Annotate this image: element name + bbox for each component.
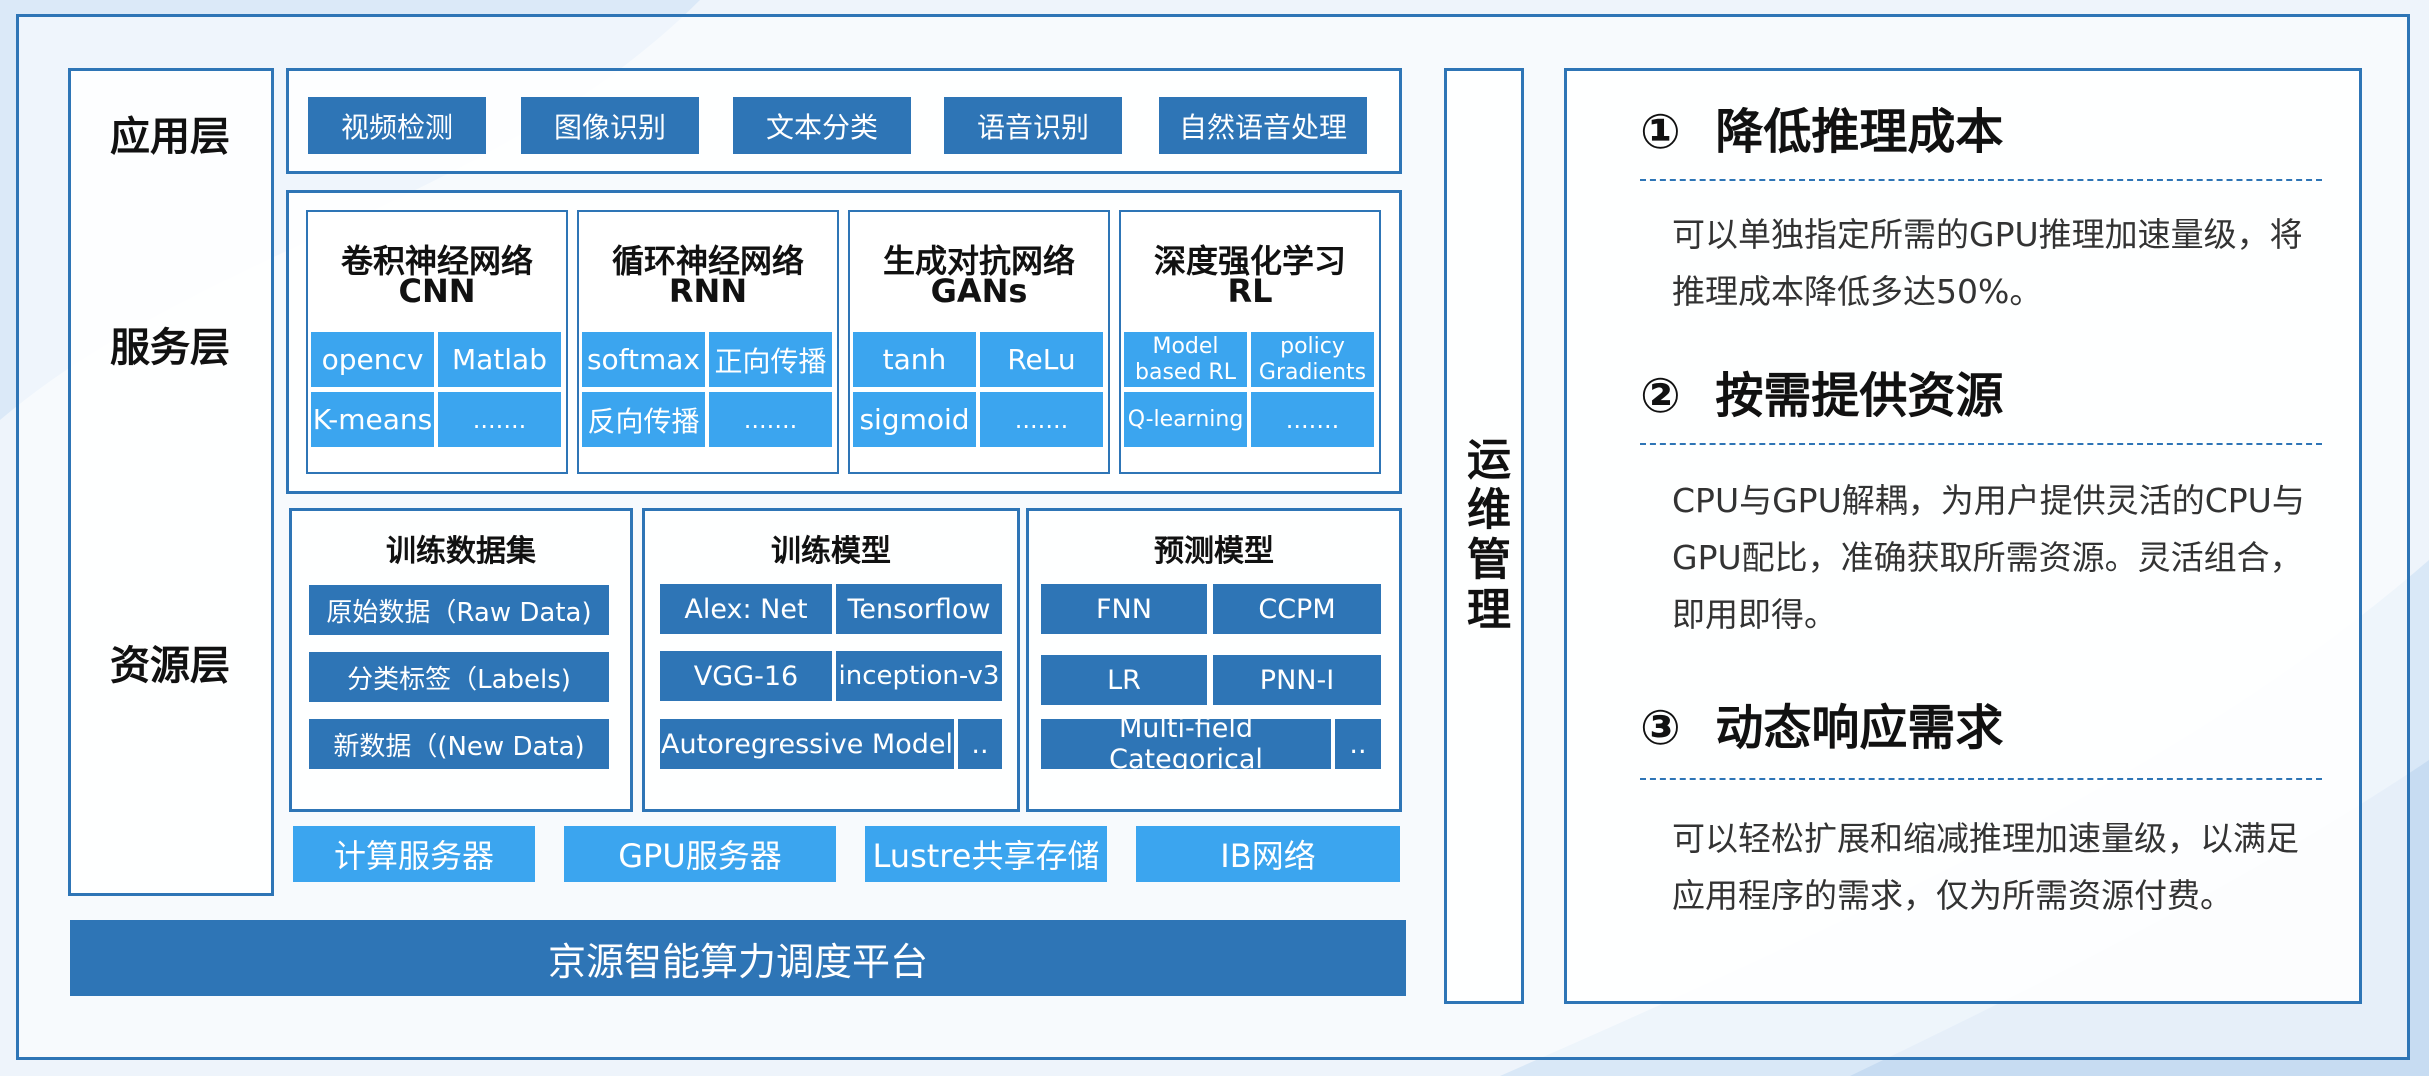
benefits-panel bbox=[1564, 68, 2362, 1004]
benefit-body: 可以单独指定所需的GPU推理加速量级，将推理成本降低多达50%。 bbox=[1672, 215, 2303, 311]
divider bbox=[1640, 778, 2322, 780]
benefit-number: ③ bbox=[1640, 700, 1681, 756]
model-item: .. bbox=[1335, 719, 1381, 769]
infra-lustre-storage: Lustre共享存储 bbox=[865, 826, 1107, 882]
cell: ReLu bbox=[980, 332, 1103, 387]
benefit-title-text: 按需提供资源 bbox=[1715, 368, 2004, 424]
cell: Model based RL bbox=[1124, 332, 1247, 387]
cell: opencv bbox=[311, 332, 434, 387]
panel-title-cn: 循环神经网络 bbox=[611, 242, 804, 280]
app-item-nlp: 自然语音处理 bbox=[1159, 97, 1367, 154]
cell: K-means bbox=[311, 392, 434, 447]
benefit-number: ② bbox=[1640, 368, 1681, 424]
panel-title-cn: 深度强化学习 bbox=[1153, 242, 1346, 280]
cell: tanh bbox=[853, 332, 976, 387]
panel-title: 训练模型 bbox=[771, 534, 891, 569]
infra-ib-network: IB网络 bbox=[1136, 826, 1400, 882]
panel-title-en: CNN bbox=[398, 272, 476, 310]
dataset-item: 原始数据（Raw Data) bbox=[309, 585, 609, 635]
divider bbox=[1640, 179, 2322, 181]
model-item: Autoregressive Model bbox=[660, 719, 954, 769]
infra-gpu-server: GPU服务器 bbox=[564, 826, 836, 882]
model-item: Alex: Net bbox=[660, 584, 832, 634]
model-item: PNN-I bbox=[1213, 655, 1381, 705]
app-item-image-recognition: 图像识别 bbox=[521, 97, 699, 154]
cell: ....... bbox=[980, 392, 1103, 447]
layer-resource-label: 资源层 bbox=[110, 643, 230, 689]
benefit-title-text: 动态响应需求 bbox=[1715, 700, 2004, 756]
platform-bar: 京源智能算力调度平台 bbox=[70, 920, 1406, 996]
layer-service-label: 服务层 bbox=[110, 325, 230, 371]
cell: sigmoid bbox=[853, 392, 976, 447]
benefit-title-text: 降低推理成本 bbox=[1715, 104, 2004, 160]
model-item: .. bbox=[958, 719, 1002, 769]
operations-label: 运维管理 bbox=[1459, 436, 1510, 636]
cell: ....... bbox=[438, 392, 561, 447]
model-item: Tensorflow bbox=[836, 584, 1002, 634]
dataset-item: 新数据（(New Data) bbox=[309, 719, 609, 769]
cell: Matlab bbox=[438, 332, 561, 387]
dataset-item: 分类标签（Labels) bbox=[309, 652, 609, 702]
benefit-number: ① bbox=[1640, 104, 1681, 160]
model-item: FNN bbox=[1041, 584, 1207, 634]
benefit-body: 可以轻松扩展和缩减推理加速量级，以满足应用程序的需求，仅为所需资源付费。 bbox=[1672, 819, 2299, 915]
panel-title: 训练数据集 bbox=[386, 534, 536, 569]
panel-title-en: GANs bbox=[930, 272, 1028, 310]
app-item-text-classification: 文本分类 bbox=[733, 97, 911, 154]
cell: softmax bbox=[582, 332, 705, 387]
panel-title-en: RNN bbox=[668, 272, 748, 310]
panel-title-cn: 生成对抗网络 bbox=[882, 242, 1075, 280]
model-item: CCPM bbox=[1213, 584, 1381, 634]
app-item-speech-recognition: 语音识别 bbox=[944, 97, 1122, 154]
model-item: VGG-16 bbox=[660, 651, 832, 701]
cell: 反向传播 bbox=[582, 392, 705, 447]
benefit-title: ① 降低推理成本 bbox=[1640, 92, 2003, 162]
divider bbox=[1640, 443, 2322, 445]
layer-application-label: 应用层 bbox=[110, 114, 230, 160]
panel-title-cn: 卷积神经网络 bbox=[340, 242, 533, 280]
cell: policy Gradients bbox=[1251, 332, 1374, 387]
layer-column bbox=[68, 68, 274, 896]
cell: Q-learning bbox=[1124, 392, 1247, 447]
cell: ....... bbox=[709, 392, 832, 447]
model-item: inception-v3 bbox=[836, 651, 1002, 701]
app-item-video-detection: 视频检测 bbox=[308, 97, 486, 154]
model-item: Multi-field Categorical bbox=[1041, 713, 1331, 775]
benefit-title: ③ 动态响应需求 bbox=[1640, 688, 2003, 758]
model-item: LR bbox=[1041, 655, 1207, 705]
panel-title-en: RL bbox=[1227, 272, 1273, 310]
operations-column: 运维管理 bbox=[1444, 68, 1524, 1004]
benefit-body: CPU与GPU解耦，为用户提供灵活的CPU与GPU配比，准确获取所需资源。灵活组… bbox=[1672, 481, 2305, 634]
cell: ....... bbox=[1251, 392, 1374, 447]
cell: 正向传播 bbox=[709, 332, 832, 387]
benefit-title: ② 按需提供资源 bbox=[1640, 356, 2003, 426]
panel-title: 预测模型 bbox=[1154, 534, 1274, 569]
infra-compute-server: 计算服务器 bbox=[293, 826, 535, 882]
